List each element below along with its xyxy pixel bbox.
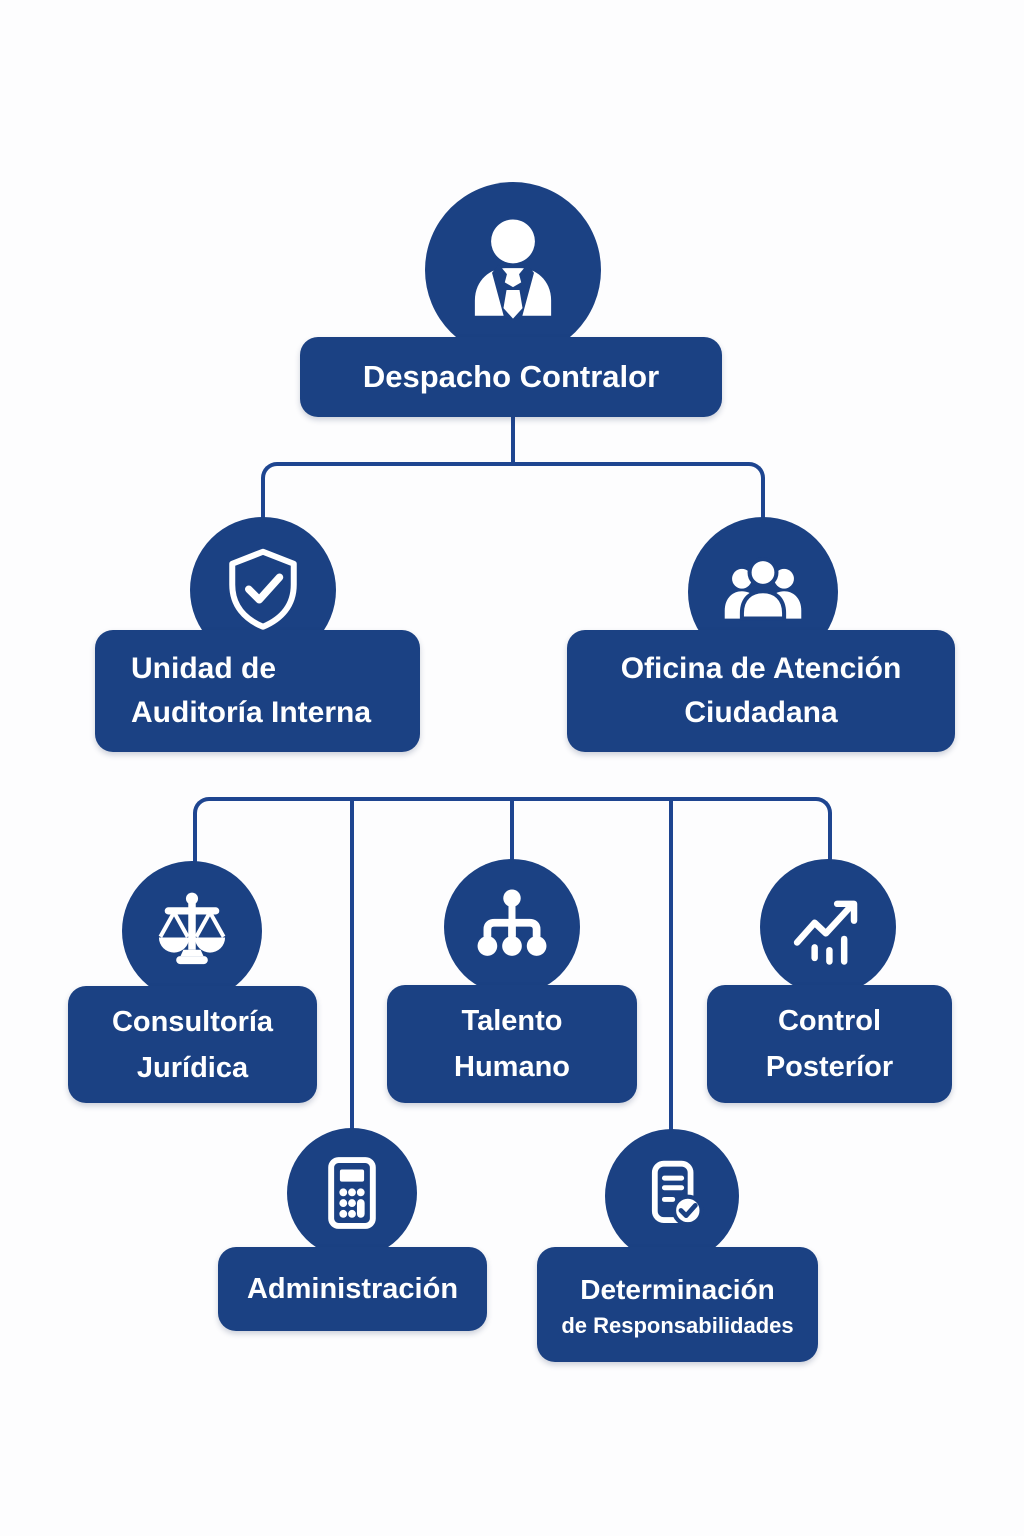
node-oficina-atencion-ciudadana: Oficina de Atención Ciudadana — [567, 630, 955, 752]
node-label-line1: Determinación — [580, 1273, 775, 1305]
node-talento-humano: Talento Humano — [387, 985, 637, 1103]
node-determinacion-responsabilidades: Determinación de Responsabilidades — [537, 1247, 818, 1362]
connector-determinacion-vertical — [669, 799, 673, 1133]
despacho-contralor-circle — [425, 182, 601, 358]
node-label-line2: Ciudadana — [684, 696, 838, 729]
connector-trunk-level2 — [261, 462, 765, 520]
control-circle — [760, 859, 896, 995]
node-label-line1: Consultoría — [111, 1005, 274, 1038]
node-control-posterior: Control Posteríor — [707, 985, 952, 1103]
connector-talento-vertical — [510, 799, 514, 863]
node-label-line2: Humano — [454, 1051, 570, 1083]
node-label: Administración — [246, 1272, 459, 1305]
node-consultoria-juridica: Consultoría Jurídica — [68, 986, 317, 1103]
connector-root-vertical — [511, 415, 515, 466]
connector-administracion-vertical — [350, 799, 354, 1132]
scales-icon — [158, 892, 226, 965]
consultoria-circle — [122, 861, 262, 1001]
node-label-line2: de Responsabilidades — [561, 1312, 794, 1338]
administracion-circle — [287, 1128, 417, 1258]
node-label-line2: Auditoría Interna — [131, 696, 372, 729]
document-check-icon — [651, 1160, 704, 1227]
node-label-line2: Posteríor — [765, 1051, 894, 1083]
hierarchy-icon — [477, 889, 547, 956]
talento-circle — [444, 859, 580, 995]
node-despacho-contralor: Despacho Contralor — [300, 337, 722, 417]
node-label-line2: Jurídica — [136, 1051, 249, 1084]
node-administracion: Administración — [218, 1247, 487, 1331]
node-label-line1: Talento — [461, 1005, 563, 1037]
node-unidad-auditoria-interna: Unidad de Auditoría Interna — [95, 630, 420, 752]
people-group-icon — [724, 556, 802, 621]
node-label-line1: Oficina de Atención — [620, 652, 902, 685]
node-label-line1: Control — [777, 1005, 882, 1037]
calculator-icon — [328, 1157, 376, 1229]
node-label: Despacho Contralor — [362, 359, 660, 394]
person-tie-icon — [474, 219, 552, 319]
determinacion-circle — [605, 1129, 739, 1263]
trend-up-icon — [793, 900, 858, 965]
node-label-line1: Unidad de — [131, 652, 277, 685]
shield-check-icon — [229, 548, 297, 630]
